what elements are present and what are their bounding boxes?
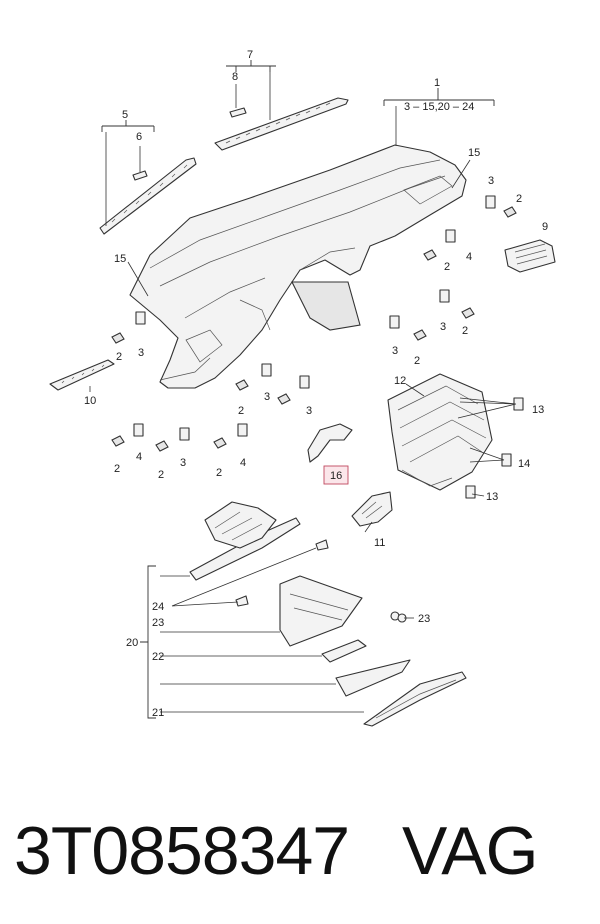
callout-2-center: 2	[238, 405, 244, 417]
exploded-parts-diagram: 7 8 1 3 – 15,20 – 24 5 6 15 3 2 9 4 2 15…	[49, 49, 556, 727]
callout-14: 14	[518, 458, 530, 470]
callout-16: 16	[330, 470, 342, 482]
glovebox-lid	[335, 659, 411, 697]
callout-2-lower-c: 2	[216, 467, 222, 479]
callout-2-lower-b: 2	[158, 469, 164, 481]
callout-8: 8	[232, 71, 238, 83]
part-number: 3T0858347	[14, 813, 350, 889]
support-bracket	[387, 373, 493, 491]
spring-part-23	[390, 611, 407, 623]
callout-3-lower: 3	[180, 457, 186, 469]
callout-12: 12	[394, 375, 406, 387]
callout-2-mid: 2	[414, 355, 420, 367]
callout-3-mid: 3	[392, 345, 398, 357]
callout-3-left: 3	[138, 347, 144, 359]
callout-24: 24	[152, 601, 164, 613]
callout-1-range: 3 – 15,20 – 24	[404, 101, 474, 113]
glovebox-frame	[189, 501, 301, 581]
callout-11: 11	[374, 537, 385, 549]
callout-20: 20	[126, 637, 138, 649]
callout-13-upper: 13	[532, 404, 544, 416]
label-part-6	[132, 170, 148, 181]
side-vent-strip	[99, 157, 197, 235]
screws-and-clips	[111, 195, 524, 499]
glovebox-bin	[279, 575, 363, 647]
callout-4-lower-a: 4	[136, 451, 142, 463]
callout-3-midright: 3	[440, 321, 446, 333]
callout-2-topright: 2	[516, 193, 522, 205]
clips-part-24	[235, 539, 329, 607]
callout-4-right: 4	[466, 251, 472, 263]
air-vent	[504, 239, 556, 273]
trim-strip	[49, 359, 115, 391]
callout-23-right: 23	[418, 613, 430, 625]
callout-4-lower-b: 4	[240, 457, 246, 469]
callout-23-left: 23	[152, 617, 164, 629]
callout-15-left: 15	[114, 253, 126, 265]
cover-part-16	[307, 423, 353, 463]
callout-13-lower: 13	[486, 491, 498, 503]
callout-10: 10	[84, 395, 96, 407]
callout-2-right: 2	[444, 261, 450, 273]
callout-3-center-a: 3	[264, 391, 270, 403]
highlight-box-16	[323, 465, 349, 485]
dashboard-body	[129, 144, 467, 389]
defroster-vent-strip	[214, 97, 349, 151]
brand-name: VAG	[402, 813, 539, 889]
callout-3-topright: 3	[488, 175, 494, 187]
callout-15-right: 15	[468, 147, 480, 159]
callout-7: 7	[247, 49, 253, 61]
callout-2-midright: 2	[462, 325, 468, 337]
callout-2-left: 2	[116, 351, 122, 363]
latch-part-22	[321, 639, 367, 663]
leader-lines	[89, 60, 517, 719]
callout-labels: 7 8 1 3 – 15,20 – 24 5 6 15 3 2 9 4 2 15…	[84, 49, 548, 719]
callout-6: 6	[136, 131, 142, 143]
label-part-8	[229, 107, 247, 118]
callout-3-center-b: 3	[306, 405, 312, 417]
callout-22: 22	[152, 651, 164, 663]
callout-2-lower-a: 2	[114, 463, 120, 475]
handle-part-11	[351, 491, 393, 527]
callout-5: 5	[122, 109, 128, 121]
lower-panel-part-21	[363, 671, 467, 727]
callout-21: 21	[152, 707, 164, 719]
callout-1: 1	[434, 77, 440, 89]
callout-9: 9	[542, 221, 548, 233]
